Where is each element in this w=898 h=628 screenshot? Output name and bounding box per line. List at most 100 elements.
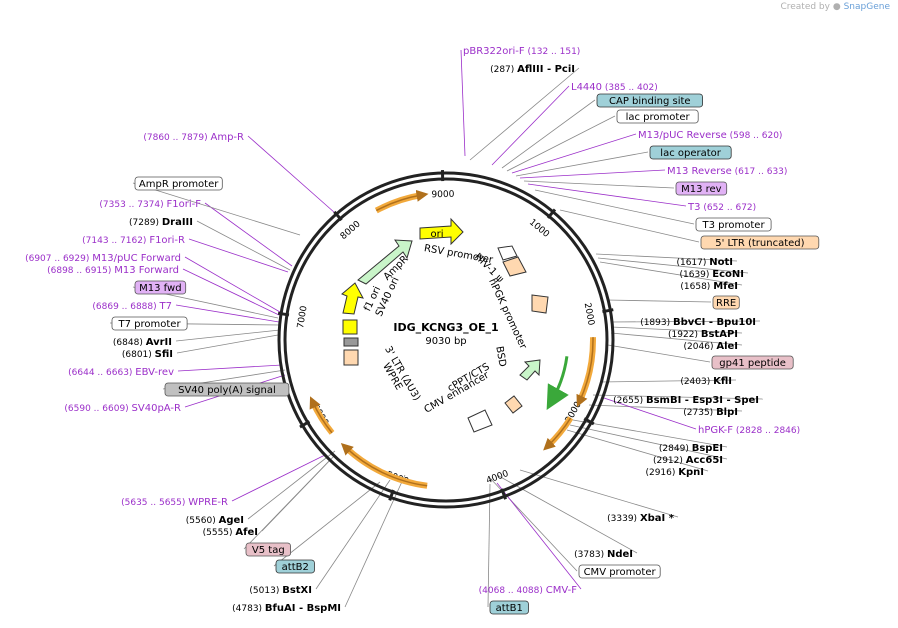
enzyme-name: BlpI (716, 407, 738, 418)
enzyme-pos: (5560) (186, 516, 219, 526)
feature-box-cap-binding-site (596, 93, 703, 108)
annotation-avrii: (6848) AvrII (113, 337, 172, 348)
enzyme-name: KflI (713, 376, 732, 387)
primer-range: (132 .. 151) (525, 47, 581, 57)
enzyme-name: NdeI (607, 549, 633, 560)
tick-label-2000: 2000 (582, 302, 596, 327)
primer-sv40pa-r: (6590 .. 6609) SV40pA-R (64, 403, 181, 414)
feature-box-lac-promoter (616, 109, 699, 124)
annotation-mfei: (1658) MfeI (680, 281, 738, 292)
orf-arc-1-band (374, 191, 424, 214)
annotation-cap-binding-site: CAP binding site (596, 93, 703, 108)
primer-name: M13 Forward (114, 265, 179, 276)
leader-wpre-r (231, 454, 326, 502)
enzyme-pos: (4783) (232, 604, 265, 614)
leader-t3-promoter (534, 189, 695, 225)
credit-brand: SnapGene (843, 2, 890, 12)
enzyme-pos: (287) (490, 65, 517, 75)
feature-box-sv40-poly-a-signal (164, 382, 290, 397)
orf-arc-3 (543, 417, 572, 451)
enzyme-pos: (6848) (113, 338, 146, 348)
annotation-agei: (5560) AgeI (186, 515, 244, 526)
enzyme-bfuai-bspmi: (4783) BfuAI - BspMI (232, 603, 341, 614)
tick-mark-1000 (546, 208, 557, 219)
annotation-m13-reverse: M13 Reverse (617 .. 633) (667, 166, 787, 177)
enzyme-pos: (2403) (680, 377, 713, 387)
enzyme-pos: (7289) (129, 218, 162, 228)
feature-box-label-t3-promoter: T3 promoter (702, 220, 766, 231)
annotation-afliii-pcii: (287) AflIII - PciI (490, 64, 575, 75)
orf-arc-5 (309, 396, 333, 434)
feature-box-m13-fwd (134, 280, 187, 295)
annotation-sv40-poly-a-signal: SV40 poly(A) signal (164, 382, 290, 397)
feature-box-label-cap-binding-site: CAP binding site (609, 96, 691, 107)
annotation-f1ori-r: (7143 .. 7162) F1ori-R (82, 235, 185, 246)
annotation-attb2: attB2 (275, 559, 315, 574)
enzyme-name: BstAPI (701, 329, 738, 340)
tick-mark-7000 (277, 311, 290, 317)
leader-attb1 (487, 483, 491, 608)
backbone-inner-strand (283, 177, 609, 503)
enzyme-name: NotI (709, 257, 733, 268)
feature-box-label-m13-fwd: M13 fwd (139, 283, 181, 294)
annotation-t7: (6869 .. 6888) T7 (92, 301, 172, 312)
annotation-ndei: (3783) NdeI (574, 549, 633, 560)
leader-cmv-f (496, 482, 582, 590)
leader-t7 (175, 304, 280, 323)
primer-name: L4440 (571, 82, 602, 93)
enzyme-name: BspEI (692, 443, 723, 454)
hpgk-promoter-feature (531, 294, 549, 314)
feature-box-m13-rev (675, 181, 728, 196)
tick-mark-8000 (333, 210, 343, 222)
leader-5-ltr-truncated (559, 209, 700, 243)
orf-arc-1 (375, 189, 429, 212)
primer-range: (617 .. 633) (732, 167, 788, 177)
annotation-5-ltr-truncated: 5' LTR (truncated) (700, 235, 820, 250)
enzyme-mfei: (1658) MfeI (680, 281, 738, 292)
enzyme-avrii: (6848) AvrII (113, 337, 172, 348)
enzyme-pos: (3783) (574, 550, 607, 560)
bsd-label: BSD (493, 345, 507, 368)
orf-arc-2-band (576, 337, 596, 403)
primer-m13-reverse: M13 Reverse (617 .. 633) (667, 166, 787, 177)
enzyme-name: KpnI (678, 467, 704, 478)
enzyme-draiii: (7289) DraIII (129, 217, 193, 228)
leader-afei (261, 454, 336, 532)
annotation-l4440: L4440 (385 .. 402) (571, 82, 658, 93)
annotation-t7-promoter: T7 promoter (111, 316, 188, 331)
annotation-bbvci-bpu10i: (1893) BbvCI - Bpu10I (640, 317, 756, 328)
enzyme-name: AvrII (146, 337, 172, 348)
primer-name: M13/pUC Reverse (638, 130, 727, 141)
leader-rre (606, 299, 712, 303)
leader-draiii (196, 220, 291, 271)
cmv-enhancer-feature (467, 409, 493, 433)
leader-acc65i (569, 424, 728, 460)
orf-arc-4 (340, 442, 428, 487)
leader-m13-puc-reverse (511, 133, 637, 174)
enzyme-bstapi: (1922) BstAPI (668, 329, 738, 340)
primer-range: (6907 .. 6929) (25, 254, 92, 264)
leader-kfli (599, 379, 737, 383)
tick-label-9000: 9000 (431, 190, 454, 200)
enzyme-pos: (5555) (203, 528, 236, 538)
primer-range: (7143 .. 7162) (82, 236, 149, 246)
primer-range: (2828 .. 2846) (733, 426, 800, 436)
enzyme-name: AfeI (235, 527, 258, 538)
annotation-attb1: attB1 (489, 600, 529, 615)
annotation-lac-promoter: lac promoter (616, 109, 699, 124)
annotation-acc65i: (2912) Acc65I (653, 455, 723, 466)
enzyme-pos: (1893) (640, 318, 673, 328)
leader-t3 (527, 183, 687, 207)
enzyme-afei: (5555) AfeI (203, 527, 258, 538)
ori-label: ori (430, 229, 443, 240)
leader-pbr322ori-f (460, 49, 466, 157)
enzyme-name: Acc65I (686, 455, 723, 466)
leader-gp41-peptide (607, 344, 711, 363)
tick-label-1000: 1000 (527, 218, 551, 241)
enzyme-bstxi: (5013) BstXI (249, 585, 312, 596)
feature-box-gp41-peptide (711, 355, 794, 370)
enzyme-name: BstXI (282, 585, 312, 596)
primer-range: (598 .. 620) (727, 131, 783, 141)
enzyme-xbai: (3339) XbaI * (607, 513, 675, 524)
leader-lac-operator (515, 151, 649, 177)
